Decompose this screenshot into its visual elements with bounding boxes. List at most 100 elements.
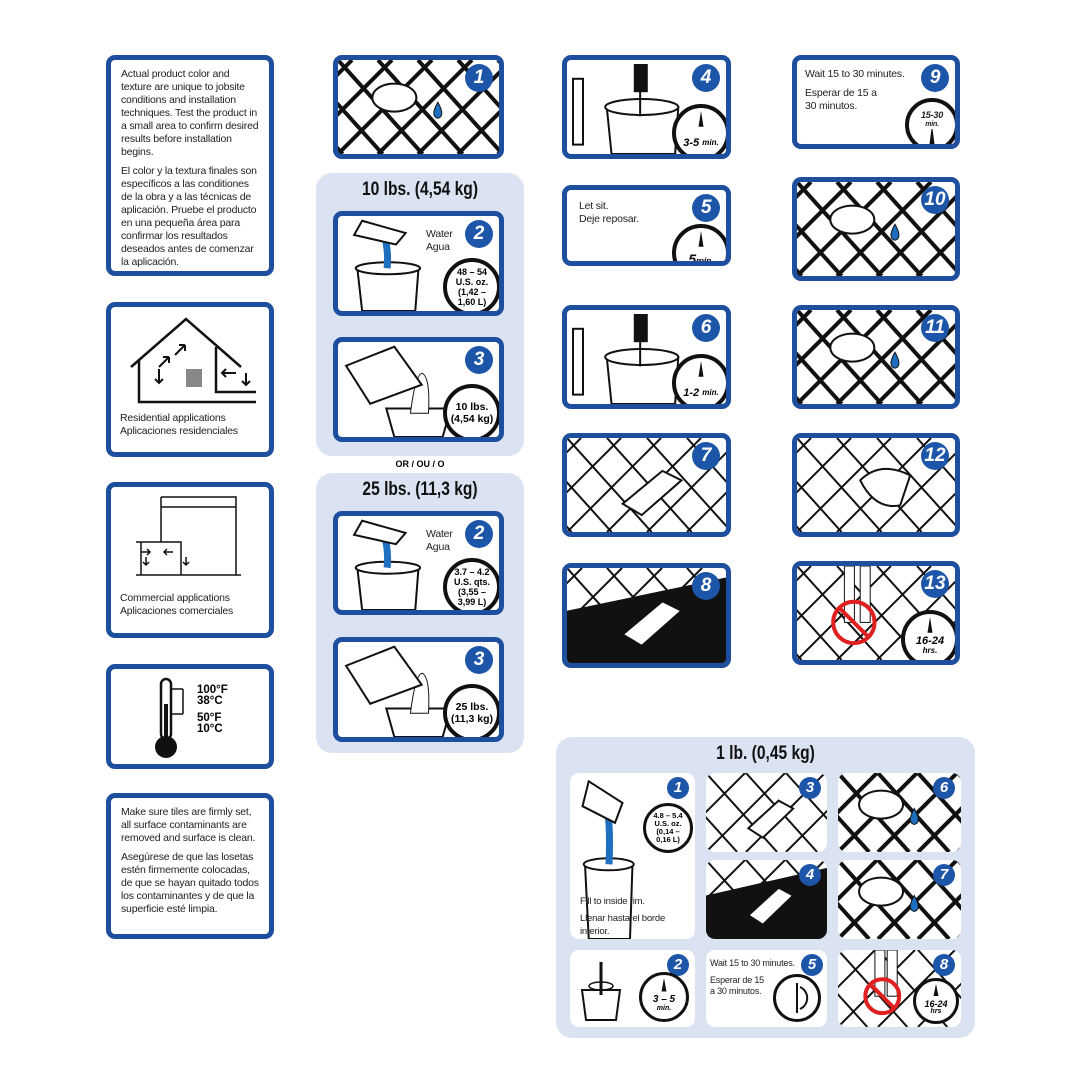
step-number: 8 [692,572,720,600]
commercial-box: Commercial applications Aplicaciones com… [106,482,274,638]
panel-title: 10 lbs. (4,54 kg) [361,179,479,200]
water-en: Water [426,228,453,240]
amt-line: 0,16 L) [656,835,680,844]
wait-es: Esperar de 15 a 30 minutos. [710,975,764,996]
step-number: 9 [921,64,949,92]
small-step-4-diagonal: 4 [706,860,827,939]
amt-line: 3,99 L) [457,597,487,607]
time: 3-5 [683,137,700,149]
powder-amount: 10 lbs.(4,54 kg) [443,384,499,437]
step-number: 2 [667,954,689,976]
step-number: 3 [799,777,821,799]
step-number: 8 [933,954,955,976]
tile-grid-illustration [797,310,955,404]
mixing-drill-illustration [572,314,680,404]
powder-bag-illustration [344,345,453,437]
time-unit: hrs. [922,646,938,655]
step-number: 7 [933,864,955,886]
step-number: 4 [692,64,720,92]
thermometer-icon [155,677,184,758]
tile-grid-illustration [567,568,726,663]
step-1-dampen: 1 [333,55,504,159]
step-number: 3 [465,646,493,674]
commercial-en: Commercial applications [120,592,230,604]
fill-en: Fill to inside rim. [580,896,645,907]
step-6-remix: 6 1-2 min. [562,305,731,409]
step-number: 5 [692,194,720,222]
temp-low-c: 10°C [197,723,223,735]
amt-line: 3.7 – 4.2 [454,567,490,577]
step-4-mix: 4 3-5 min. [562,55,731,159]
note-es: El color y la textura finales son especí… [121,165,257,268]
step-8-diagonal-float: 8 [562,563,731,668]
clock-hand-icon [933,984,939,996]
step-number: 7 [692,442,720,470]
water-es: Agua [426,541,450,553]
panel-title: 25 lbs. (11,3 kg) [362,479,478,500]
tile-grid-illustration [797,438,955,532]
residential-en: Residential applications [120,412,226,424]
time-unit: hrs [930,1008,942,1015]
clock-hand-icon [927,617,933,633]
step-number: 2 [465,220,493,248]
amt-line: (11,3 kg) [450,713,494,725]
tile-grid-illustration [838,950,961,1027]
step-number: 1 [465,64,493,92]
amt-line: 1,60 L) [457,297,487,307]
amt-line: 48 – 54 [456,267,487,277]
step-number: 13 [921,570,949,598]
time: 5 [688,251,696,266]
time-unit: min. [656,1005,672,1012]
commercial-es: Aplicaciones comerciales [120,605,234,617]
mixing-cup-icon [580,962,622,1021]
wait-en: Wait 15 to 30 minutes. [710,958,795,968]
step-11-sponge-again: 11 [792,305,960,409]
time-unit: min. [695,256,714,266]
panel-title: 1 lb. (0,45 kg) [716,743,815,764]
wait-es: Esperar de 15 a 30 minutos. [805,87,877,112]
time: 16-24 [924,999,948,1009]
let-sit-es: Deje reposar. [579,213,639,225]
small-step-6-sponge: 6 [838,773,961,852]
temp-low-f: 50°F [197,712,222,724]
house-icon [130,317,256,404]
time-unit: min. [702,388,719,398]
residential-box: Residential applications Aplicaciones re… [106,302,274,457]
powder-amount: 25 lbs.(11,3 kg) [443,684,499,737]
timer-icon [773,974,821,1022]
step-3-add-powder-10lbs: 3 10 lbs.(4,54 kg) [333,337,504,442]
mixing-drill-illustration [572,64,680,154]
clock-hand-icon [698,361,704,377]
amt-line: 4.8 – 5.4 [653,811,683,820]
timer-icon: 1-2 min. [672,354,726,404]
commercial-building-icon [136,496,241,576]
water-en: Water [426,528,453,540]
tile-grid-illustration [338,60,499,154]
clock-hand-icon [698,111,704,127]
step-12-buff: 12 [792,433,960,537]
fill-es: Llenar hasta el borde interior. [580,913,666,937]
pour-water-illustration [352,219,422,311]
note-en: Actual product color and texture are uni… [121,68,259,158]
amt-line: (0,14 – [656,827,680,836]
water-es: Agua [426,241,450,253]
step-number: 6 [692,314,720,342]
step-number: 6 [933,777,955,799]
step-7-apply-grout: 7 [562,433,731,537]
tile-grid-illustration [706,773,827,852]
amt-line: U.S. oz. [654,819,682,828]
step-number: 5 [801,954,823,976]
